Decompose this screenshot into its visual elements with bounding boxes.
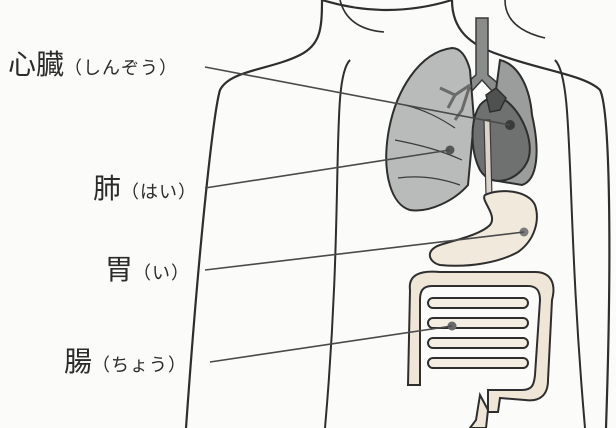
intestine-label-kana: （ちょう） <box>92 355 187 376</box>
heart-label-kana: （しんぞう） <box>64 58 178 79</box>
stomach-label-kanji: 胃 <box>105 253 133 286</box>
neck-line-right <box>505 0 545 38</box>
label-stomach: 胃（い） <box>105 256 190 284</box>
heart-label-kanji: 心臓 <box>8 48 64 81</box>
rectum <box>470 395 488 428</box>
lung-left <box>386 48 474 210</box>
arm-line-left <box>325 60 350 428</box>
label-heart: 心臓（しんぞう） <box>8 51 178 79</box>
label-intestine: 腸（ちょう） <box>64 348 187 376</box>
intestine-label-kanji: 腸 <box>64 345 92 378</box>
lung-label-kanji: 肺 <box>93 172 121 205</box>
label-lung: 肺（はい） <box>93 175 197 203</box>
neck-line-left <box>340 0 384 32</box>
small-intestine <box>428 298 528 368</box>
esophagus <box>484 120 492 198</box>
arm-line-right <box>555 60 585 428</box>
stomach-label-kana: （い） <box>133 263 190 284</box>
lung-label-kana: （はい） <box>121 182 197 203</box>
